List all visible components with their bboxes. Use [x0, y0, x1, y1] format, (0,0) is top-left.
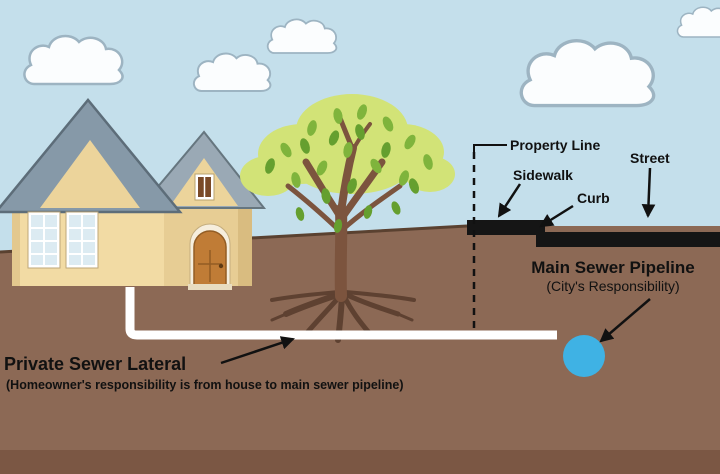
leaf — [356, 104, 368, 120]
street-surface — [536, 232, 720, 247]
door-knob — [218, 263, 224, 269]
main-sewer-subtitle: (City's Responsibility) — [546, 278, 679, 294]
main-sewer-arrow — [599, 298, 651, 343]
leaf — [265, 158, 275, 174]
curb-arrow — [539, 204, 574, 228]
house-wall-right-shade — [238, 206, 252, 286]
leaf — [355, 124, 365, 140]
leaf — [295, 207, 305, 221]
branch — [337, 144, 357, 216]
ground-dark-band — [0, 450, 720, 474]
front-window — [65, 211, 99, 269]
leaf — [381, 142, 391, 158]
leaf — [291, 172, 301, 188]
leaf — [316, 160, 328, 176]
lateral-subtitle: (Homeowner's responsibility is from hous… — [6, 378, 404, 392]
leaf — [408, 178, 420, 194]
tree-leaves-dark — [265, 124, 420, 233]
leaf — [300, 138, 310, 154]
leaf — [280, 142, 292, 158]
house-gable-left — [40, 140, 140, 208]
property-line-connector — [473, 144, 507, 152]
house-wall-left-shade — [12, 206, 20, 286]
leaf — [391, 201, 401, 215]
lateral-title: Private Sewer Lateral — [4, 354, 186, 374]
main-sewer-title: Main Sewer Pipeline — [531, 258, 694, 277]
leaf — [347, 178, 357, 194]
attic-window — [194, 173, 215, 201]
root — [344, 290, 416, 302]
tree-leaves — [280, 104, 433, 188]
tree — [240, 94, 455, 302]
callout-arrows — [220, 167, 656, 365]
root — [396, 312, 414, 322]
leaf — [363, 205, 373, 219]
root — [270, 312, 288, 322]
property-line-label: Property Line — [510, 137, 600, 153]
street-arrow — [641, 167, 656, 219]
sewer-lateral-pipe — [125, 287, 557, 340]
front-window — [27, 211, 61, 269]
door-step — [188, 284, 232, 290]
main-sewer-pipe-circle — [563, 335, 605, 377]
ground — [0, 226, 720, 474]
foliage-blob — [240, 156, 296, 196]
leaf — [382, 116, 394, 132]
street-label: Street — [630, 150, 670, 166]
leaf — [423, 154, 433, 170]
leaf — [370, 158, 382, 174]
sidewalk-surface — [467, 220, 545, 235]
sidewalk-arrow — [497, 183, 522, 218]
leaf — [398, 170, 410, 186]
leaf — [343, 142, 353, 158]
sidewalk-label: Sidewalk — [513, 167, 573, 183]
root — [342, 291, 401, 317]
leaf — [307, 120, 317, 136]
leaf — [328, 130, 340, 146]
leaf — [333, 108, 343, 124]
leaf — [333, 219, 343, 233]
leaf — [404, 134, 416, 150]
lateral-arrow — [220, 336, 295, 365]
leaf — [321, 188, 331, 204]
curb-label: Curb — [577, 190, 610, 206]
root — [270, 290, 341, 302]
house — [0, 98, 267, 290]
